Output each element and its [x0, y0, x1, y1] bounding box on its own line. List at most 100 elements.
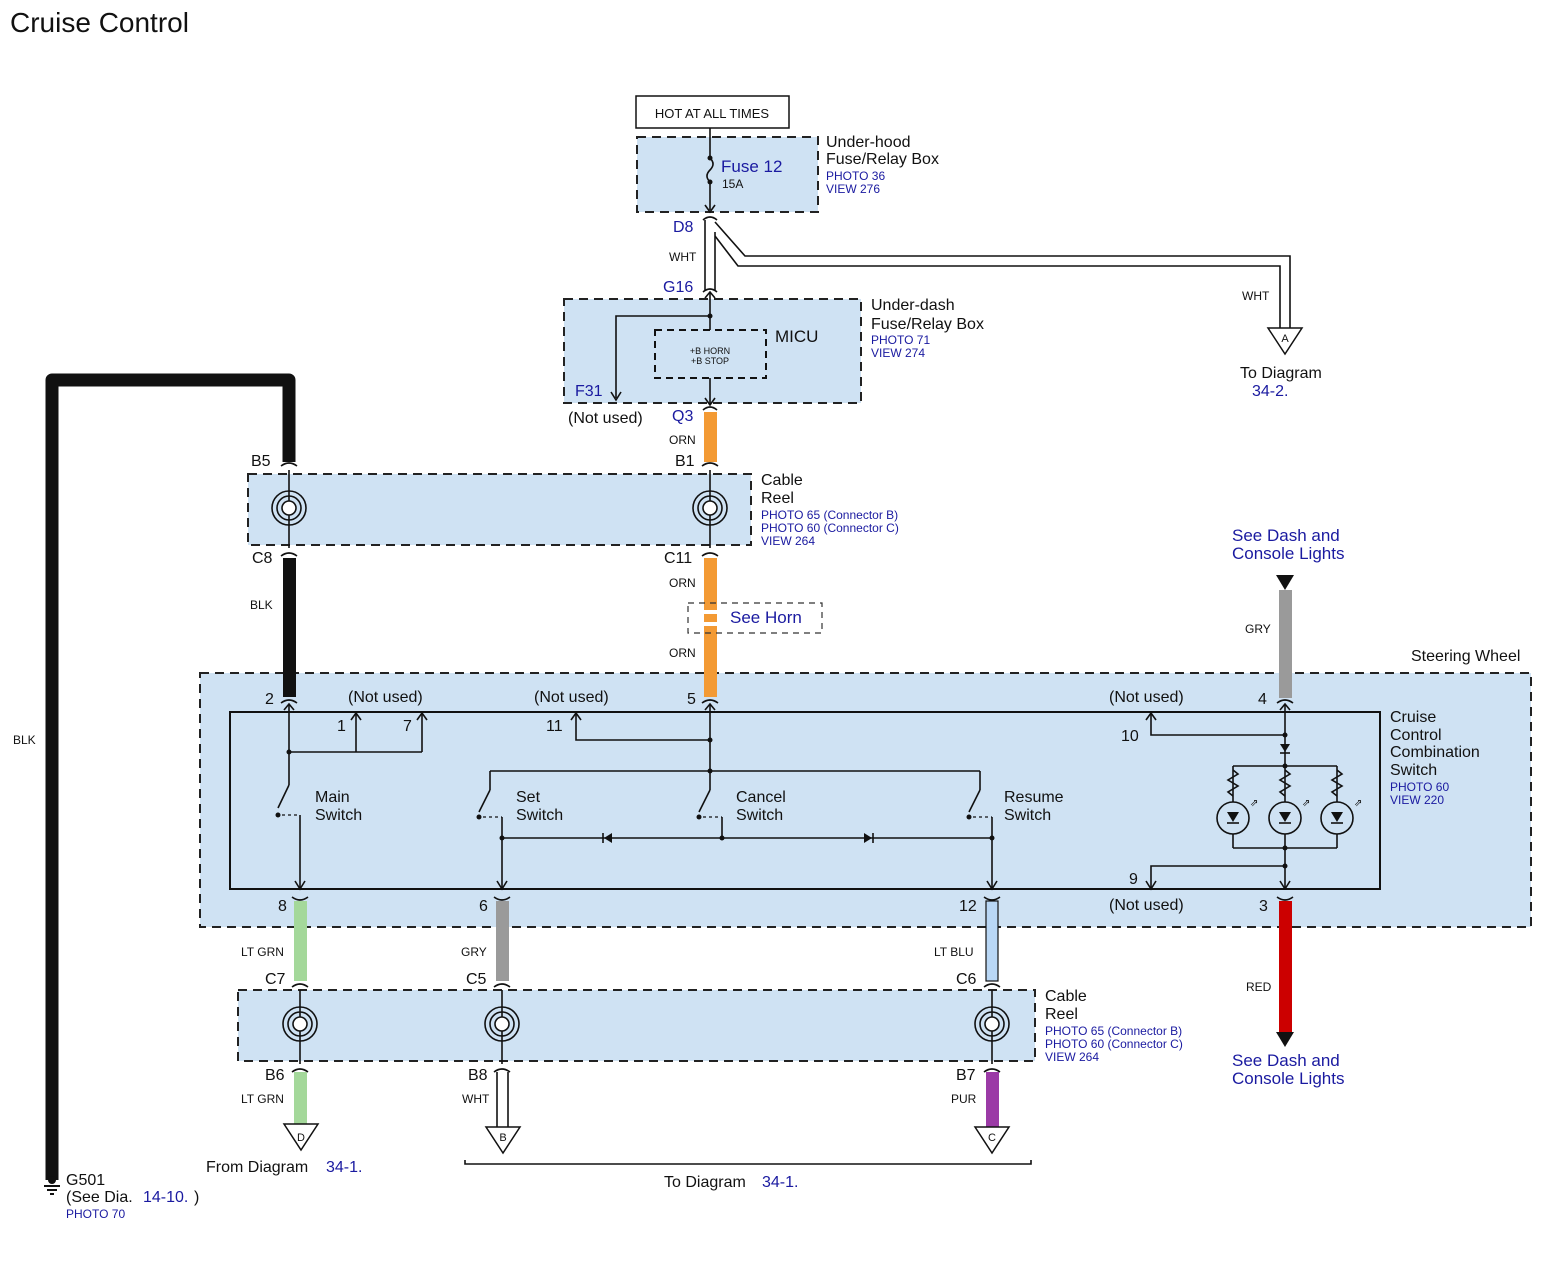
hot-at-all-times-label: HOT AT ALL TIMES [655, 106, 769, 121]
resume-switch-label-2: Switch [1004, 807, 1051, 824]
connector-c11: C11 [664, 550, 692, 567]
wire-wht-right: WHT [1242, 289, 1270, 303]
cable-reel-bottom-photo-b: PHOTO 65 (Connector B) [1045, 1024, 1182, 1038]
pin-6: 6 [479, 898, 488, 915]
connector-b8: B8 [468, 1067, 488, 1084]
diagram-d-letter: D [297, 1132, 305, 1144]
main-switch-circuit [275, 702, 428, 891]
cable-reel-top-b5 [271, 470, 307, 548]
orn-wire-mid-1 [704, 558, 717, 610]
cable-reel-top-box [247, 473, 752, 546]
underhood-name-2: Fuse/Relay Box [826, 151, 939, 168]
svg-text:⇗: ⇗ [1250, 798, 1258, 809]
wire-wht-bottom: WHT [462, 1092, 490, 1106]
pin-3-mark [1276, 896, 1294, 901]
svg-text:⇗: ⇗ [1302, 798, 1310, 809]
diagram-c-letter: C [988, 1132, 996, 1144]
underhood-fuse-box [636, 136, 819, 213]
fuse-amps: 15A [722, 177, 743, 191]
c7-mark [291, 983, 309, 988]
see-horn-box [687, 602, 823, 634]
wire-orn-2: ORN [669, 576, 696, 590]
f31-arrow [610, 391, 622, 402]
cancel-switch-label-2: Switch [736, 807, 783, 824]
b8-mark [493, 1068, 511, 1073]
switch-name-1: Cruise [1390, 709, 1436, 726]
ground-photo: PHOTO 70 [66, 1207, 125, 1221]
pin-4: 4 [1258, 691, 1267, 708]
fuse-symbol [706, 157, 714, 183]
illumination-led-1: ⇗ [1216, 769, 1258, 835]
c6-mark [983, 983, 1001, 988]
pin-12-mark [983, 896, 1001, 901]
lt-grn-wire-top [294, 901, 307, 981]
to-diagram-num[interactable]: 34-1. [762, 1174, 798, 1191]
switch-name-4: Switch [1390, 762, 1437, 779]
main-switch-label-2: Switch [315, 807, 362, 824]
pin-2: 2 [265, 691, 274, 708]
fuse-label: Fuse 12 [721, 157, 782, 176]
underhood-name-1: Under-hood [826, 134, 911, 151]
illumination-led-3: ⇗ [1320, 769, 1362, 835]
pin-6-mark [493, 896, 511, 901]
wire-blk-left: BLK [13, 733, 36, 747]
ground-icon [44, 1176, 60, 1195]
to-diagram-a-text: To Diagram [1240, 365, 1322, 382]
underhood-view: VIEW 276 [826, 182, 880, 196]
see-dash-top-1[interactable]: See Dash and [1232, 526, 1340, 545]
see-dash-bottom-1[interactable]: See Dash and [1232, 1051, 1340, 1070]
underdash-view: VIEW 274 [871, 346, 925, 360]
connector-c8: C8 [252, 550, 273, 567]
underdash-name-1: Under-dash [871, 297, 955, 314]
from-diagram-num[interactable]: 34-1. [326, 1159, 362, 1176]
f31-wire [615, 315, 710, 398]
pin-3: 3 [1259, 898, 1268, 915]
micu-horn-label: +B HORN [690, 346, 730, 356]
lt-blu-wire [985, 900, 999, 982]
diagram-d-triangle [282, 1123, 320, 1152]
wht-branch-inner [714, 235, 1281, 328]
cable-reel-bottom-name-1: Cable [1045, 988, 1087, 1005]
pin-9: 9 [1129, 871, 1138, 888]
set-switch-label-2: Switch [516, 807, 563, 824]
pin-7: 7 [403, 718, 412, 735]
orn-wire-top [704, 412, 717, 462]
pin-2-mark [280, 699, 298, 704]
connector-b6: B6 [265, 1067, 285, 1084]
see-horn-link[interactable]: See Horn [730, 608, 802, 627]
switch-photo: PHOTO 60 [1390, 780, 1449, 794]
ground-see-num[interactable]: 14-10. [143, 1189, 188, 1206]
ground-name: G501 [66, 1172, 105, 1189]
diagram-c-triangle [973, 1126, 1011, 1155]
see-dash-top-2[interactable]: Console Lights [1232, 544, 1344, 563]
switch-name-2: Control [1390, 727, 1442, 744]
illumination-led-2: ⇗ [1268, 769, 1310, 835]
pin-1: 1 [337, 718, 346, 735]
cable-reel-bottom-c5 [484, 990, 520, 1064]
switch-bus-circuit [476, 702, 998, 891]
gry-wire-top [1279, 590, 1292, 698]
cable-reel-bottom-name-2: Reel [1045, 1006, 1078, 1023]
to-diagram-text: To Diagram [664, 1174, 746, 1191]
pin-4-mark [1276, 699, 1294, 704]
c8-mark [280, 552, 298, 557]
see-dash-bottom-2[interactable]: Console Lights [1232, 1069, 1344, 1088]
not-used-top-1: (Not used) [348, 689, 423, 706]
steering-wheel-label: Steering Wheel [1411, 648, 1520, 665]
wire-orn-3: ORN [669, 646, 696, 660]
main-switch-label-1: Main [315, 789, 350, 806]
blk-ground-wire [45, 373, 296, 1180]
cable-reel-top-photo-b: PHOTO 65 (Connector B) [761, 508, 898, 522]
cable-reel-bottom-c7 [282, 990, 318, 1064]
cable-reel-bottom-c6 [974, 990, 1010, 1064]
b7-mark [983, 1068, 1001, 1073]
not-used-bottom: (Not used) [1109, 897, 1184, 914]
pin-5: 5 [687, 691, 696, 708]
wire-lt-grn-1: LT GRN [241, 945, 284, 959]
wht-branch-outer [714, 221, 1291, 328]
fuse-arrow [704, 204, 716, 214]
diagram-b-letter: B [499, 1132, 506, 1144]
svg-text:⇗: ⇗ [1354, 798, 1362, 809]
red-wire [1279, 901, 1292, 1033]
